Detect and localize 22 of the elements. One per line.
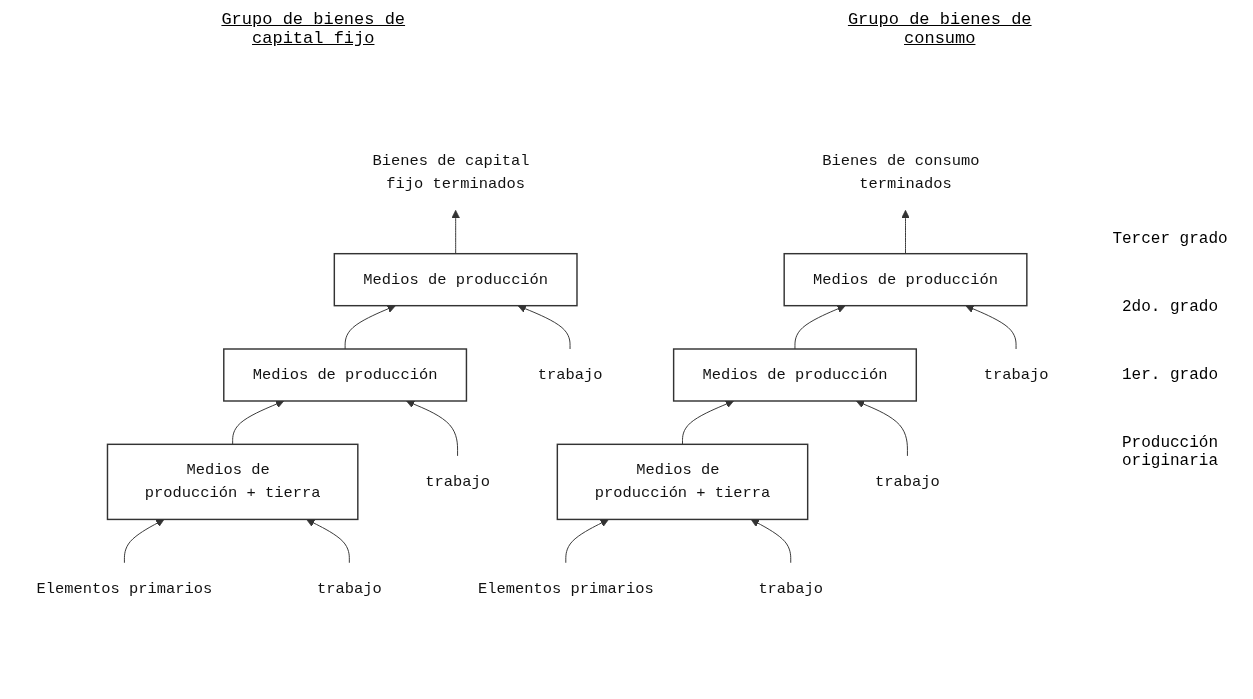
- stage-label: Tercer grado: [1111, 230, 1229, 248]
- node-box: Medios de producción: [223, 348, 468, 402]
- node-text: trabajo: [758, 580, 824, 598]
- node-text: trabajo: [316, 580, 382, 598]
- node-text: Bienes de consumo terminados: [822, 152, 980, 194]
- node-text: trabajo: [983, 366, 1049, 384]
- node-text: Elementos primarios: [36, 580, 213, 598]
- node-box: Medios de producción + tierra: [556, 443, 809, 521]
- node-box: Medios de producción + tierra: [106, 443, 359, 521]
- node-text: trabajo: [875, 473, 940, 491]
- column-heading: Grupo de bienes de consumo: [846, 10, 1033, 48]
- node-box: Medios de producción: [783, 252, 1028, 307]
- node-box: Medios de producción: [333, 252, 578, 307]
- node-text: trabajo: [537, 366, 603, 384]
- node-text: trabajo: [425, 473, 490, 491]
- stage-label: 1er. grado: [1121, 366, 1219, 384]
- node-text: Elementos primarios: [477, 580, 654, 598]
- stage-label: Producción originaria: [1121, 434, 1219, 470]
- column-heading: Grupo de bienes de capital fijo: [220, 10, 407, 48]
- node-text: Bienes de capital fijo terminados: [372, 152, 530, 194]
- stage-label: 2do. grado: [1121, 298, 1219, 316]
- node-box: Medios de producción: [672, 348, 917, 402]
